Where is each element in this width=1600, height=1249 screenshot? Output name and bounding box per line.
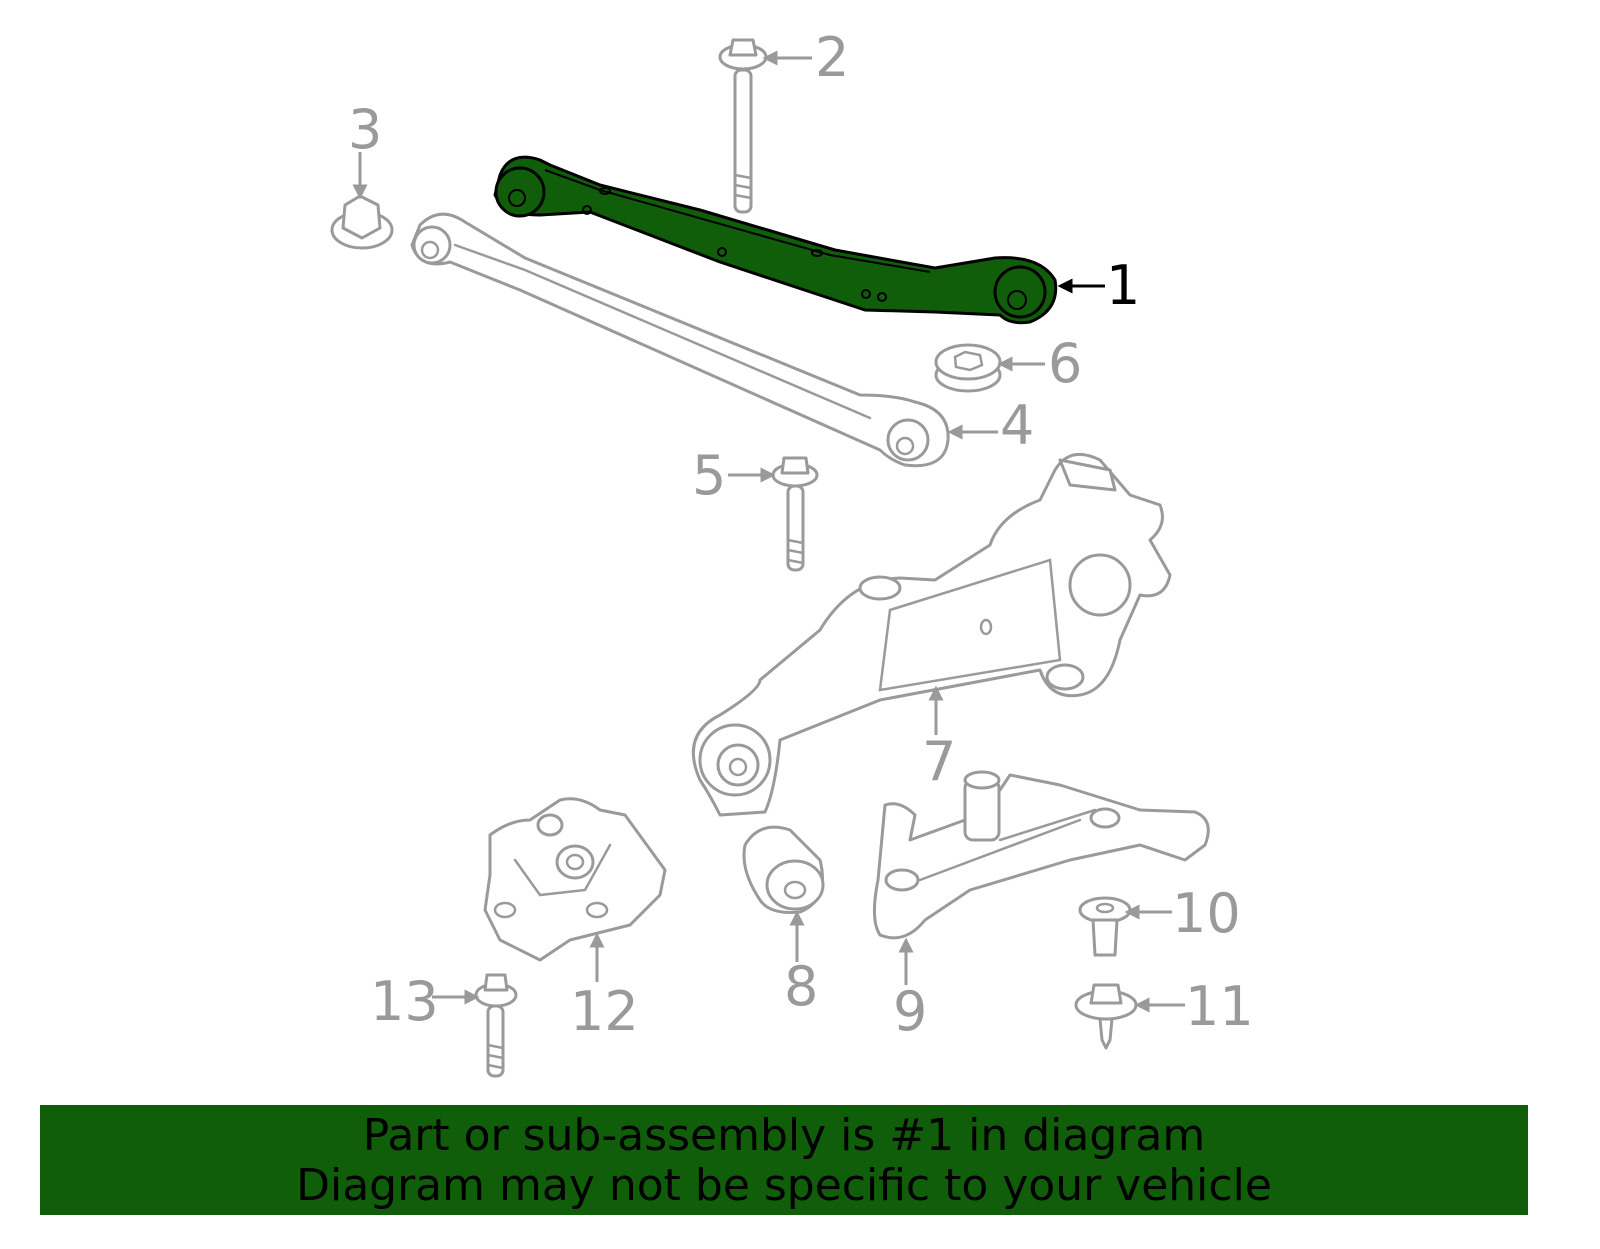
callout-label-3[interactable]: 3 [348, 98, 382, 161]
callout-label-10[interactable]: 10 [1172, 882, 1241, 945]
callout-label-9[interactable]: 9 [893, 980, 927, 1043]
part-10-clip[interactable] [1078, 896, 1132, 957]
banner-line-part-info: Part or sub-assembly is #1 in diagram [362, 1110, 1206, 1161]
callout-label-5[interactable]: 5 [692, 444, 726, 507]
info-banner: Part or sub-assembly is #1 in diagram Di… [40, 1105, 1528, 1215]
part-1-upper-control-arm-highlighted[interactable] [493, 155, 1058, 325]
part-12-mount-bracket[interactable] [483, 797, 667, 962]
callout-label-7[interactable]: 7 [922, 730, 956, 793]
part-2-bolt[interactable] [718, 38, 768, 214]
callout-label-12[interactable]: 12 [570, 980, 639, 1043]
callout-label-1[interactable]: 1 [1106, 254, 1140, 317]
part-5-bolt[interactable] [771, 456, 819, 572]
part-8-bushing[interactable] [742, 825, 825, 914]
part-7-trailing-arm[interactable] [691, 452, 1172, 817]
banner-line-disclaimer: Diagram may not be specific to your vehi… [296, 1160, 1272, 1211]
part-3-nut[interactable] [330, 194, 394, 250]
part-9-lower-arm[interactable] [873, 770, 1210, 940]
callout-label-11[interactable]: 11 [1185, 975, 1254, 1038]
part-4-control-arm[interactable] [410, 212, 950, 468]
callout-label-2[interactable]: 2 [815, 26, 849, 89]
callout-label-13[interactable]: 13 [370, 970, 439, 1033]
callout-arrows [352, 50, 1185, 1013]
part-11-screw[interactable] [1074, 983, 1138, 1050]
callout-label-6[interactable]: 6 [1048, 332, 1082, 395]
callout-label-4[interactable]: 4 [1000, 394, 1034, 457]
part-6-washer[interactable] [934, 343, 1002, 393]
part-13-bolt[interactable] [474, 973, 518, 1078]
callout-label-8[interactable]: 8 [784, 955, 818, 1018]
